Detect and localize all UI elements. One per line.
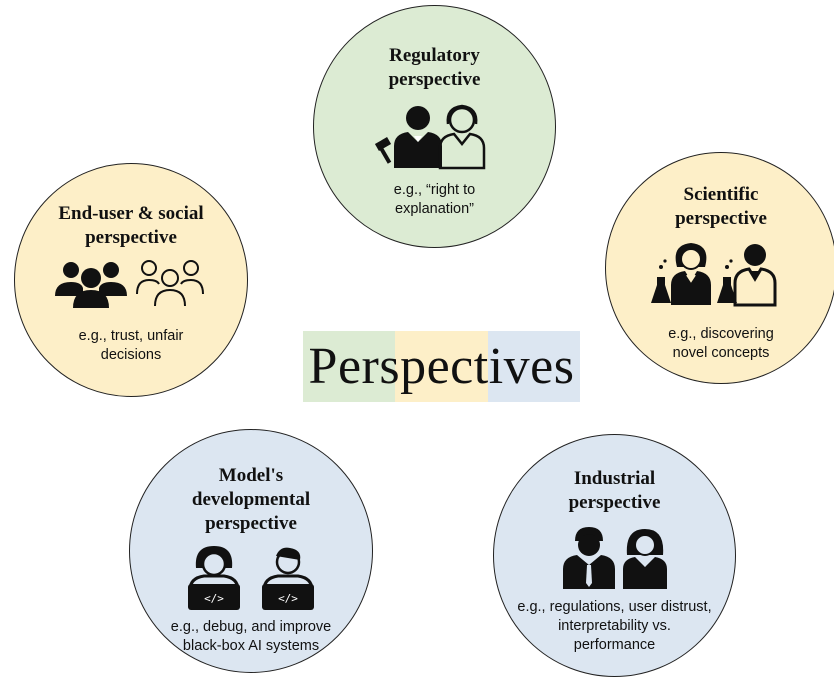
end-user-title-line2: perspective xyxy=(85,227,177,248)
regulatory-title-line1: Regulatory xyxy=(389,45,480,66)
end-user-example-line1: e.g., trust, unfair xyxy=(78,328,184,344)
regulatory-example-line1: e.g., “right to xyxy=(393,182,476,198)
center-title-text: Perspectives xyxy=(308,338,575,395)
user-group-icon xyxy=(15,256,247,312)
svg-text:</>: </> xyxy=(278,592,298,605)
end-user-perspective-circle: End-user & social perspective e.g., trus… xyxy=(14,163,248,397)
end-user-title: End-user & social perspective xyxy=(15,202,247,250)
model-dev-example-line2: black-box AI systems xyxy=(182,638,320,654)
regulatory-title-line2: perspective xyxy=(388,69,481,90)
scientific-perspective-circle: Scientific perspective e.g., discovering… xyxy=(605,152,834,384)
industrial-example: e.g., regulations, user distrust, interp… xyxy=(494,598,735,655)
model-dev-title: Model's developmental perspective xyxy=(130,464,372,536)
industrial-example-line1: e.g., regulations, user distrust, xyxy=(517,599,712,615)
scientific-example: e.g., discovering novel concepts xyxy=(606,325,834,363)
regulatory-title: Regulatory perspective xyxy=(314,44,555,92)
model-dev-example: e.g., debug, and improve black-box AI sy… xyxy=(130,618,372,656)
industrial-title-line2: perspective xyxy=(568,492,661,513)
scientific-example-line2: novel concepts xyxy=(672,345,770,361)
scientific-title: Scientific perspective xyxy=(606,183,834,231)
scientific-example-line1: e.g., discovering xyxy=(668,326,774,342)
scientists-icon xyxy=(606,237,834,307)
industrial-perspective-circle: Industrial perspective e.g., regulations… xyxy=(493,434,736,677)
judge-lawyers-icon xyxy=(314,102,555,170)
scientific-title-line1: Scientific xyxy=(683,184,759,205)
center-band-yellow xyxy=(395,331,488,402)
model-dev-title-line2: developmental xyxy=(191,489,311,510)
model-dev-perspective-circle: Model's developmental perspective </> </… xyxy=(129,429,373,673)
center-band-blue xyxy=(488,331,580,402)
industrial-example-line2: interpretability vs. xyxy=(558,618,671,634)
developers-icon: </> </> xyxy=(130,544,372,614)
model-dev-title-line3: perspective xyxy=(205,513,297,534)
industrial-example-line3: performance xyxy=(573,637,656,653)
model-dev-example-line1: e.g., debug, and improve xyxy=(170,619,332,635)
business-people-icon xyxy=(494,525,735,591)
center-band-green xyxy=(303,331,395,402)
scientific-title-line2: perspective xyxy=(675,208,767,229)
regulatory-example: e.g., “right to explanation” xyxy=(314,181,555,219)
svg-text:</>: </> xyxy=(204,592,224,605)
regulatory-perspective-circle: Regulatory perspective e.g., “right to e… xyxy=(313,5,556,248)
end-user-title-line1: End-user & social xyxy=(58,203,204,224)
end-user-example: e.g., trust, unfair decisions xyxy=(15,327,247,365)
end-user-example-line2: decisions xyxy=(100,347,162,363)
industrial-title-line1: Industrial xyxy=(573,468,656,489)
model-dev-title-line1: Model's xyxy=(218,465,284,486)
perspectives-center-title: Perspectives xyxy=(303,331,580,402)
regulatory-example-line2: explanation” xyxy=(395,201,474,217)
industrial-title: Industrial perspective xyxy=(494,467,735,515)
